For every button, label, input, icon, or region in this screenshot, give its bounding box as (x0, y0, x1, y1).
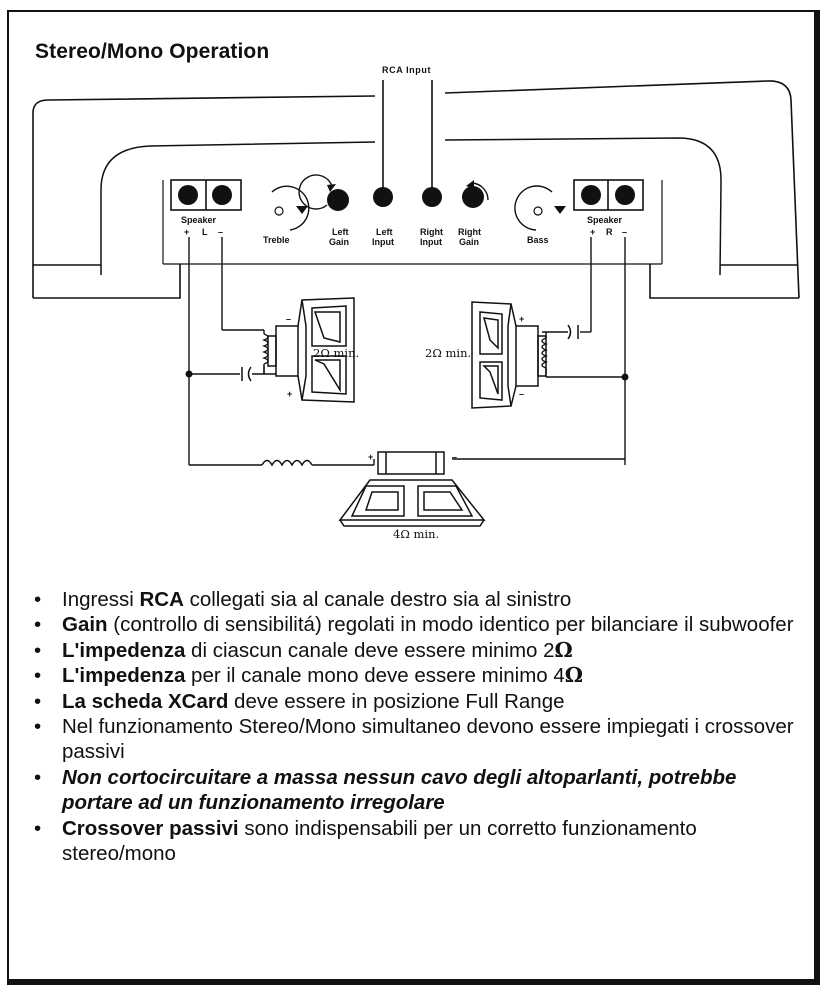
left-impedance: 2Ω min. (313, 346, 359, 360)
left-input-jack (373, 187, 393, 207)
svg-text:+: + (287, 389, 292, 399)
svg-text:+: + (519, 314, 524, 324)
treble-knob (271, 185, 310, 231)
wiring-diagram: RCA Input Speaker + L – Speaker + R – Tr… (32, 65, 800, 541)
svg-text:Gain: Gain (459, 237, 479, 247)
bullet-item: •La scheda XCard deve essere in posizion… (34, 689, 565, 713)
rca-input-label: RCA Input (382, 65, 431, 75)
subwoofer-impedance: 4Ω min. (393, 527, 439, 541)
right-wiring (541, 237, 626, 465)
bullet-dot: • (34, 816, 42, 840)
right-gain-knob (462, 180, 489, 208)
bullet-item: •Nel funzionamento Stereo/Mono simultane… (34, 715, 794, 764)
right-speaker-terminals (573, 179, 644, 211)
right-speaker-label: Speaker (587, 215, 623, 225)
svg-text:Right: Right (458, 227, 481, 237)
amplifier-body (32, 95, 376, 298)
bullet-dot: • (34, 638, 42, 662)
bullet-item: •Gain (controllo di sensibilitá) regolat… (34, 613, 794, 637)
svg-text:R: R (606, 227, 613, 237)
left-wiring (188, 237, 291, 465)
svg-text:–: – (452, 452, 457, 462)
amplifier-panel (100, 141, 376, 275)
svg-text:Input: Input (372, 237, 394, 247)
bullet-dot: • (34, 588, 42, 611)
svg-text:Right: Right (420, 227, 443, 237)
treble-label: Treble (263, 235, 290, 245)
mono-wiring (189, 458, 625, 467)
subwoofer (338, 451, 486, 527)
svg-text:–: – (622, 227, 627, 237)
page-frame (7, 10, 820, 985)
bass-knob (514, 185, 566, 231)
left-speaker (267, 297, 355, 403)
right-capacitor (567, 324, 579, 340)
bullet-item: •Non cortocircuitare a massa nessun cavo… (34, 765, 737, 815)
svg-text:+: + (590, 227, 595, 237)
page-title: Stereo/Mono Operation (35, 40, 270, 63)
left-speaker-terminals (170, 179, 242, 211)
bullet-dot: • (34, 715, 42, 739)
bullet-dot: • (34, 613, 42, 637)
svg-text:–: – (519, 389, 524, 399)
right-impedance: 2Ω min. (425, 346, 471, 360)
bass-label: Bass (527, 235, 549, 245)
bullet-list: •Ingressi RCA collegati sia al canale de… (34, 587, 794, 866)
bullet-dot: • (34, 664, 42, 688)
right-speaker (471, 301, 547, 409)
left-gain-knob (298, 174, 349, 211)
bullet-dot: • (34, 765, 42, 789)
svg-text:–: – (218, 227, 223, 237)
svg-text:L: L (202, 227, 208, 237)
bullet-item: •Crossover passivi sono indispensabili p… (34, 816, 697, 866)
svg-text:Left: Left (332, 227, 349, 237)
svg-text:+: + (184, 227, 189, 237)
bullet-item: •Ingressi RCA collegati sia al canale de… (34, 588, 572, 611)
bullet-item: •L'impedenza per il canale mono deve ess… (34, 663, 584, 688)
bullet-dot: • (34, 689, 42, 713)
svg-text:Left: Left (376, 227, 393, 237)
svg-text:+: + (368, 452, 373, 462)
bullet-item: •L'impedenza di ciascun canale deve esse… (34, 637, 573, 662)
left-capacitor (241, 366, 252, 382)
svg-text:Gain: Gain (329, 237, 349, 247)
svg-text:Input: Input (420, 237, 442, 247)
left-speaker-label: Speaker (181, 215, 217, 225)
right-input-jack (422, 187, 442, 207)
svg-text:–: – (286, 314, 291, 324)
